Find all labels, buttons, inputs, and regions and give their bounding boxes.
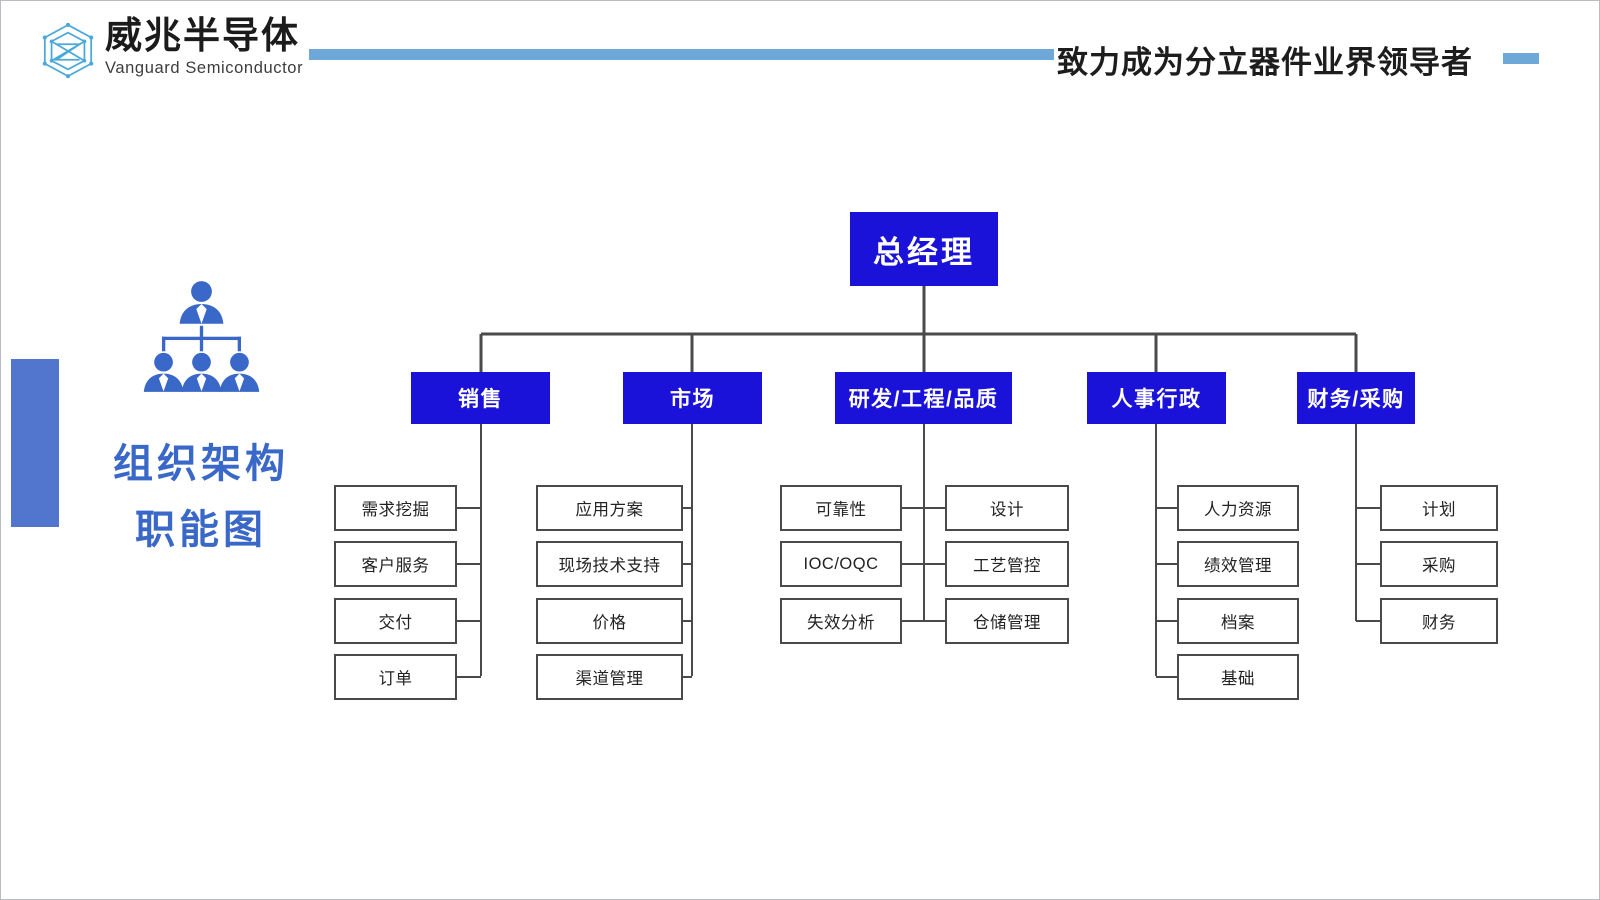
company-logo: 威兆半导体 Vanguard Semiconductor [39,15,304,83]
node-leaf-sales-3[interactable]: 交付 [334,598,457,644]
header-tagline: 致力成为分立器件业界领导者 [1057,45,1473,80]
logo-wordmark: 威兆半导体 Vanguard Semiconductor [105,15,304,79]
org-people-icon [143,281,259,392]
slide-header: 威兆半导体 Vanguard Semiconductor 致力成为分立器件业界领… [1,1,1599,109]
vanguard-logo-icon [42,22,94,79]
node-leaf-rnd-right-1[interactable]: 设计 [945,485,1069,531]
node-dept-finance-procurement[interactable]: 财务/采购 [1297,372,1415,424]
panel-title-line-2: 职能图 [135,508,267,552]
logo-chinese-name: 威兆半导体 [105,15,300,56]
node-leaf-rnd-left-2[interactable]: IOC/OQC [780,541,902,587]
left-accent-block [11,359,59,527]
node-leaf-rnd-right-3[interactable]: 仓储管理 [945,598,1069,644]
node-leaf-sales-4[interactable]: 订单 [334,654,457,700]
node-leaf-hr-3[interactable]: 档案 [1177,598,1299,644]
node-leaf-marketing-1[interactable]: 应用方案 [536,485,683,531]
node-leaf-rnd-left-1[interactable]: 可靠性 [780,485,902,531]
node-dept-rnd-engineering-quality[interactable]: 研发/工程/品质 [835,372,1012,424]
panel-title-line-1: 组织架构 [113,442,289,486]
node-leaf-marketing-2[interactable]: 现场技术支持 [536,541,683,587]
node-leaf-hr-1[interactable]: 人力资源 [1177,485,1299,531]
node-leaf-marketing-3[interactable]: 价格 [536,598,683,644]
node-leaf-sales-2[interactable]: 客户服务 [334,541,457,587]
node-leaf-marketing-4[interactable]: 渠道管理 [536,654,683,700]
node-leaf-finance-1[interactable]: 计划 [1380,485,1498,531]
header-accent-dash [1503,53,1539,64]
logo-english-name: Vanguard Semiconductor [105,58,304,77]
node-leaf-rnd-left-3[interactable]: 失效分析 [780,598,902,644]
node-general-manager[interactable]: 总经理 [850,212,998,286]
panel-title: 组织架构 职能图 [81,431,321,563]
node-dept-hr-admin[interactable]: 人事行政 [1087,372,1226,424]
node-leaf-finance-3[interactable]: 财务 [1380,598,1498,644]
node-leaf-rnd-right-2[interactable]: 工艺管控 [945,541,1069,587]
header-divider-bar [309,49,1054,60]
left-title-panel: 组织架构 职能图 [81,279,321,563]
node-leaf-sales-1[interactable]: 需求挖掘 [334,485,457,531]
node-leaf-finance-2[interactable]: 采购 [1380,541,1498,587]
node-dept-marketing[interactable]: 市场 [623,372,762,424]
node-leaf-hr-4[interactable]: 基础 [1177,654,1299,700]
node-dept-sales[interactable]: 销售 [411,372,550,424]
node-leaf-hr-2[interactable]: 绩效管理 [1177,541,1299,587]
